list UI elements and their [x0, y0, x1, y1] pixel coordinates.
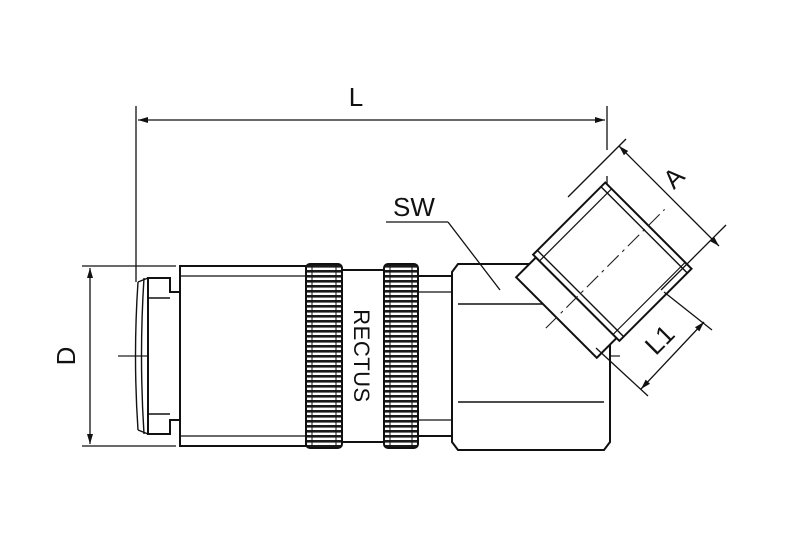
- nose-section: [147, 277, 181, 435]
- diameter-label: D: [51, 347, 81, 366]
- brand-engraving: RECTUS: [349, 309, 374, 402]
- wrench-size-label: SW: [393, 192, 435, 222]
- length-label: L: [349, 82, 363, 112]
- sleeve-body: [179, 265, 307, 447]
- ring-gap: [341, 269, 385, 443]
- sleeve-chamfer-lines: [180, 275, 306, 437]
- angled-length-dimension: [595, 291, 713, 397]
- thread-dimension: [567, 138, 727, 291]
- knurled-ring-front: [305, 263, 343, 449]
- diameter-dimension: [82, 265, 176, 447]
- wrench-size-leader: [386, 221, 501, 291]
- knurled-ring-rear: [383, 263, 419, 449]
- nose-groove-lines: [134, 277, 149, 435]
